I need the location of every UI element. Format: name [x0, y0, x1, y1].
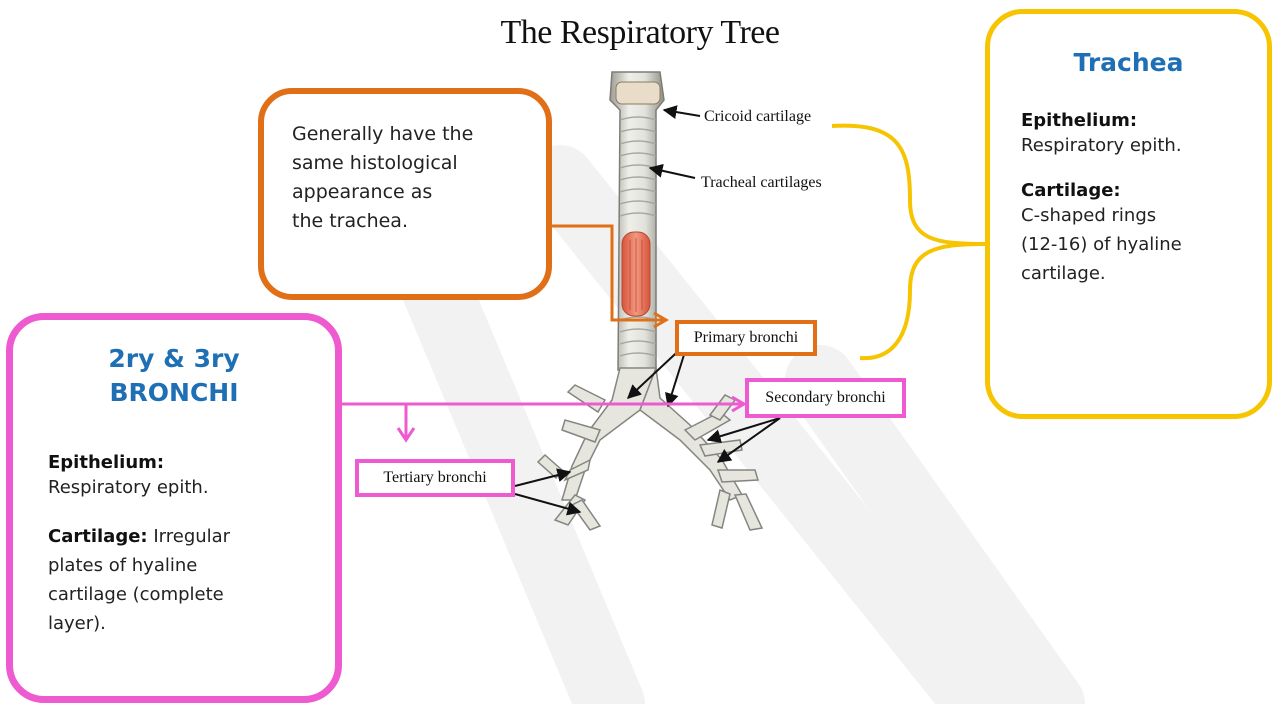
trachea-epithelium-label: Epithelium: [1021, 110, 1261, 131]
label-primary-bronchi: Primary bronchi [675, 320, 817, 356]
bronchi-cartilage-line: plates of hyaline [48, 551, 308, 580]
label-tertiary-bronchi: Tertiary bronchi [355, 459, 515, 497]
label-secondary-bronchi: Secondary bronchi [745, 378, 906, 418]
trachea-info-box: Trachea Epithelium: Respiratory epith. C… [985, 9, 1272, 419]
bronchi-heading-line: 2ry & 3ry [13, 342, 335, 376]
trachea-epithelium-text: Respiratory epith. [1021, 131, 1261, 160]
note-line: the trachea. [292, 207, 542, 236]
label-tracheal-cartilages: Tracheal cartilages [701, 174, 822, 192]
note-line: Generally have the [292, 120, 542, 149]
bronchi-drawing [538, 368, 762, 530]
trachea-cartilage-line: cartilage. [1021, 259, 1261, 288]
bronchi-heading-line: BRONCHI [13, 376, 335, 410]
bronchi-epithelium-label: Epithelium: [48, 452, 308, 473]
orange-note-text: Generally have the same histological app… [292, 120, 542, 236]
bronchi-cartilage-first: Irregular [148, 526, 230, 547]
trachea-cartilage-line: C-shaped rings [1021, 201, 1261, 230]
bronchi-cartilage-line: layer). [48, 609, 308, 638]
trachea-cartilage-line: (12-16) of hyaline [1021, 230, 1261, 259]
bronchi-cartilage-line: cartilage (complete [48, 580, 308, 609]
trachea-heading: Trachea [990, 46, 1267, 80]
trachea-cartilage-label: Cartilage: [1021, 180, 1261, 201]
bronchi-info-box: 2ry & 3ry BRONCHI Epithelium: Respirator… [6, 313, 342, 703]
label-cricoid-cartilage: Cricoid cartilage [704, 108, 811, 126]
note-line: appearance as [292, 178, 542, 207]
diagram-title: The Respiratory Tree [470, 14, 810, 52]
bronchi-cartilage-label: Cartilage: [48, 526, 148, 547]
orange-note-box: Generally have the same histological app… [258, 88, 552, 300]
bronchi-epithelium-text: Respiratory epith. [48, 473, 308, 502]
note-line: same histological [292, 149, 542, 178]
yellow-brace [832, 126, 985, 359]
